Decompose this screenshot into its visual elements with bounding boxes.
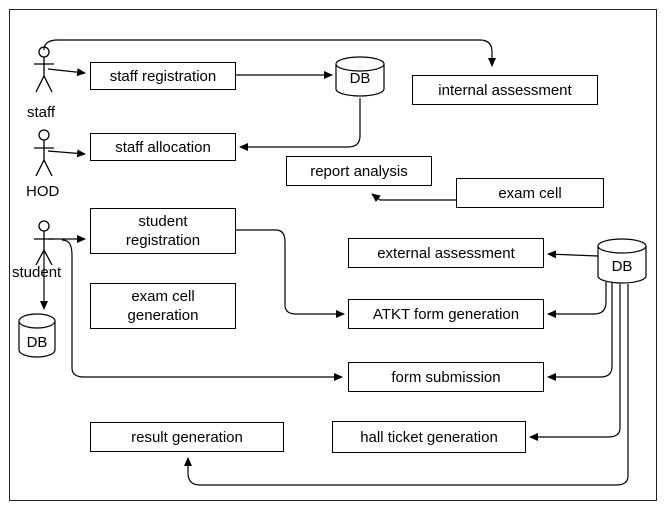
exam-cell-generation-box: exam cell generation: [90, 283, 236, 329]
external-assessment-box: external assessment: [348, 238, 544, 268]
hod-actor-label: HOD: [26, 183, 60, 200]
db-top-label: DB: [349, 70, 371, 87]
hod-actor-icon: [34, 129, 54, 177]
report-analysis-box: report analysis: [286, 156, 432, 186]
student-actor-label: student: [12, 264, 62, 281]
internal-assessment-box: internal assessment: [412, 75, 598, 105]
edge-db-to-staff-allocation: [239, 98, 361, 151]
form-submission-box: form submission: [348, 362, 544, 392]
db-right-icon: [597, 238, 647, 284]
edge-student-registration-to-atkt: [236, 229, 345, 318]
exam-cell-box: exam cell: [456, 178, 604, 208]
student-registration-box: student registration: [90, 208, 236, 254]
db-right-label: DB: [611, 258, 633, 275]
edge-db-to-hall-ticket: [529, 284, 621, 441]
edge-db-to-form-submission: [547, 283, 613, 381]
edge-staff-to-internal-assessment: [43, 39, 496, 67]
db-left-label: DB: [26, 334, 48, 351]
edge-db-to-result-generation: [184, 284, 629, 486]
edge-staff-to-staff-registration: [47, 68, 86, 77]
db-top-icon: [335, 56, 385, 97]
staff-allocation-box: staff allocation: [90, 133, 236, 161]
edge-exam-cell-to-report-analysis: [371, 193, 462, 202]
result-generation-box: result generation: [90, 422, 284, 452]
hall-ticket-generation-box: hall ticket generation: [332, 421, 526, 453]
atkt-form-generation-box: ATKT form generation: [348, 299, 544, 329]
edge-db-to-atkt: [547, 282, 607, 318]
diagram-frame: [9, 9, 657, 501]
staff-registration-box: staff registration: [90, 62, 236, 90]
staff-actor-label: staff: [27, 104, 56, 121]
edge-hod-to-staff-allocation: [47, 149, 86, 158]
edge-student-to-form-submission: [61, 239, 343, 381]
student-actor-icon: [34, 220, 54, 266]
db-left-icon: [18, 313, 56, 358]
edge-db-to-external-assessment: [547, 250, 599, 259]
